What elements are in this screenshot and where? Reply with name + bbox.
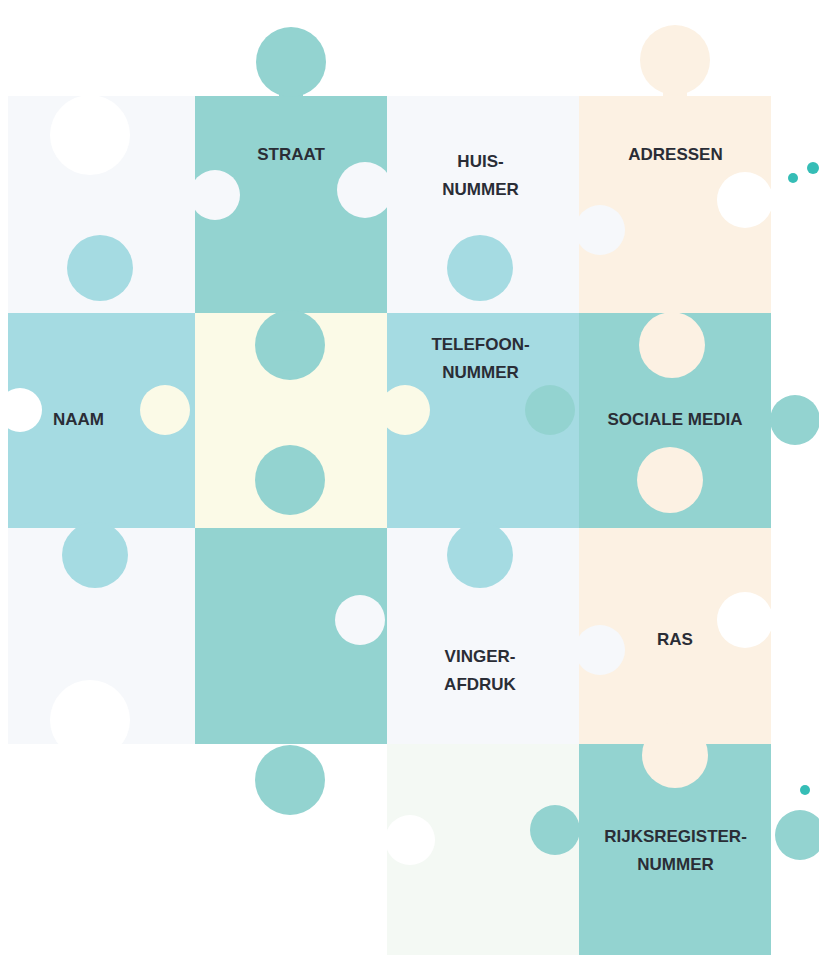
piece-label: TELEFOON- NUMMER <box>423 331 538 385</box>
piece-label: NAAM <box>53 406 104 433</box>
puzzle-piece-label: STRAAT <box>249 133 333 177</box>
puzzle-piece-label: RIJKSREGISTER- NUMMER <box>585 815 766 886</box>
puzzle-piece-label: HUIS- NUMMER <box>420 140 541 211</box>
piece-label: ADRESSEN <box>628 141 722 168</box>
piece-label: STRAAT <box>257 141 325 168</box>
piece-label: SOCIALE MEDIA <box>607 406 742 433</box>
decor-dots <box>788 162 819 795</box>
puzzle-piece <box>387 96 579 313</box>
puzzle-piece <box>195 528 387 744</box>
puzzle-piece-label: RAS <box>649 618 701 662</box>
puzzle-piece-label: VINGER- AFDRUK <box>417 635 543 706</box>
puzzle-piece-label: TELEFOON- NUMMER <box>415 323 546 394</box>
puzzle-knobs <box>0 25 819 865</box>
piece-label: RIJKSREGISTER- NUMMER <box>593 823 758 877</box>
puzzle-piece-label: SOCIALE MEDIA <box>599 398 751 442</box>
piece-label: HUIS- NUMMER <box>428 148 533 202</box>
puzzle-piece <box>579 313 771 528</box>
piece-label: RAS <box>657 626 693 653</box>
puzzle-piece <box>8 96 195 313</box>
piece-label: VINGER- AFDRUK <box>425 643 535 697</box>
puzzle-piece-label: ADRESSEN <box>620 133 731 177</box>
puzzle-piece-label: NAAM <box>45 398 112 442</box>
